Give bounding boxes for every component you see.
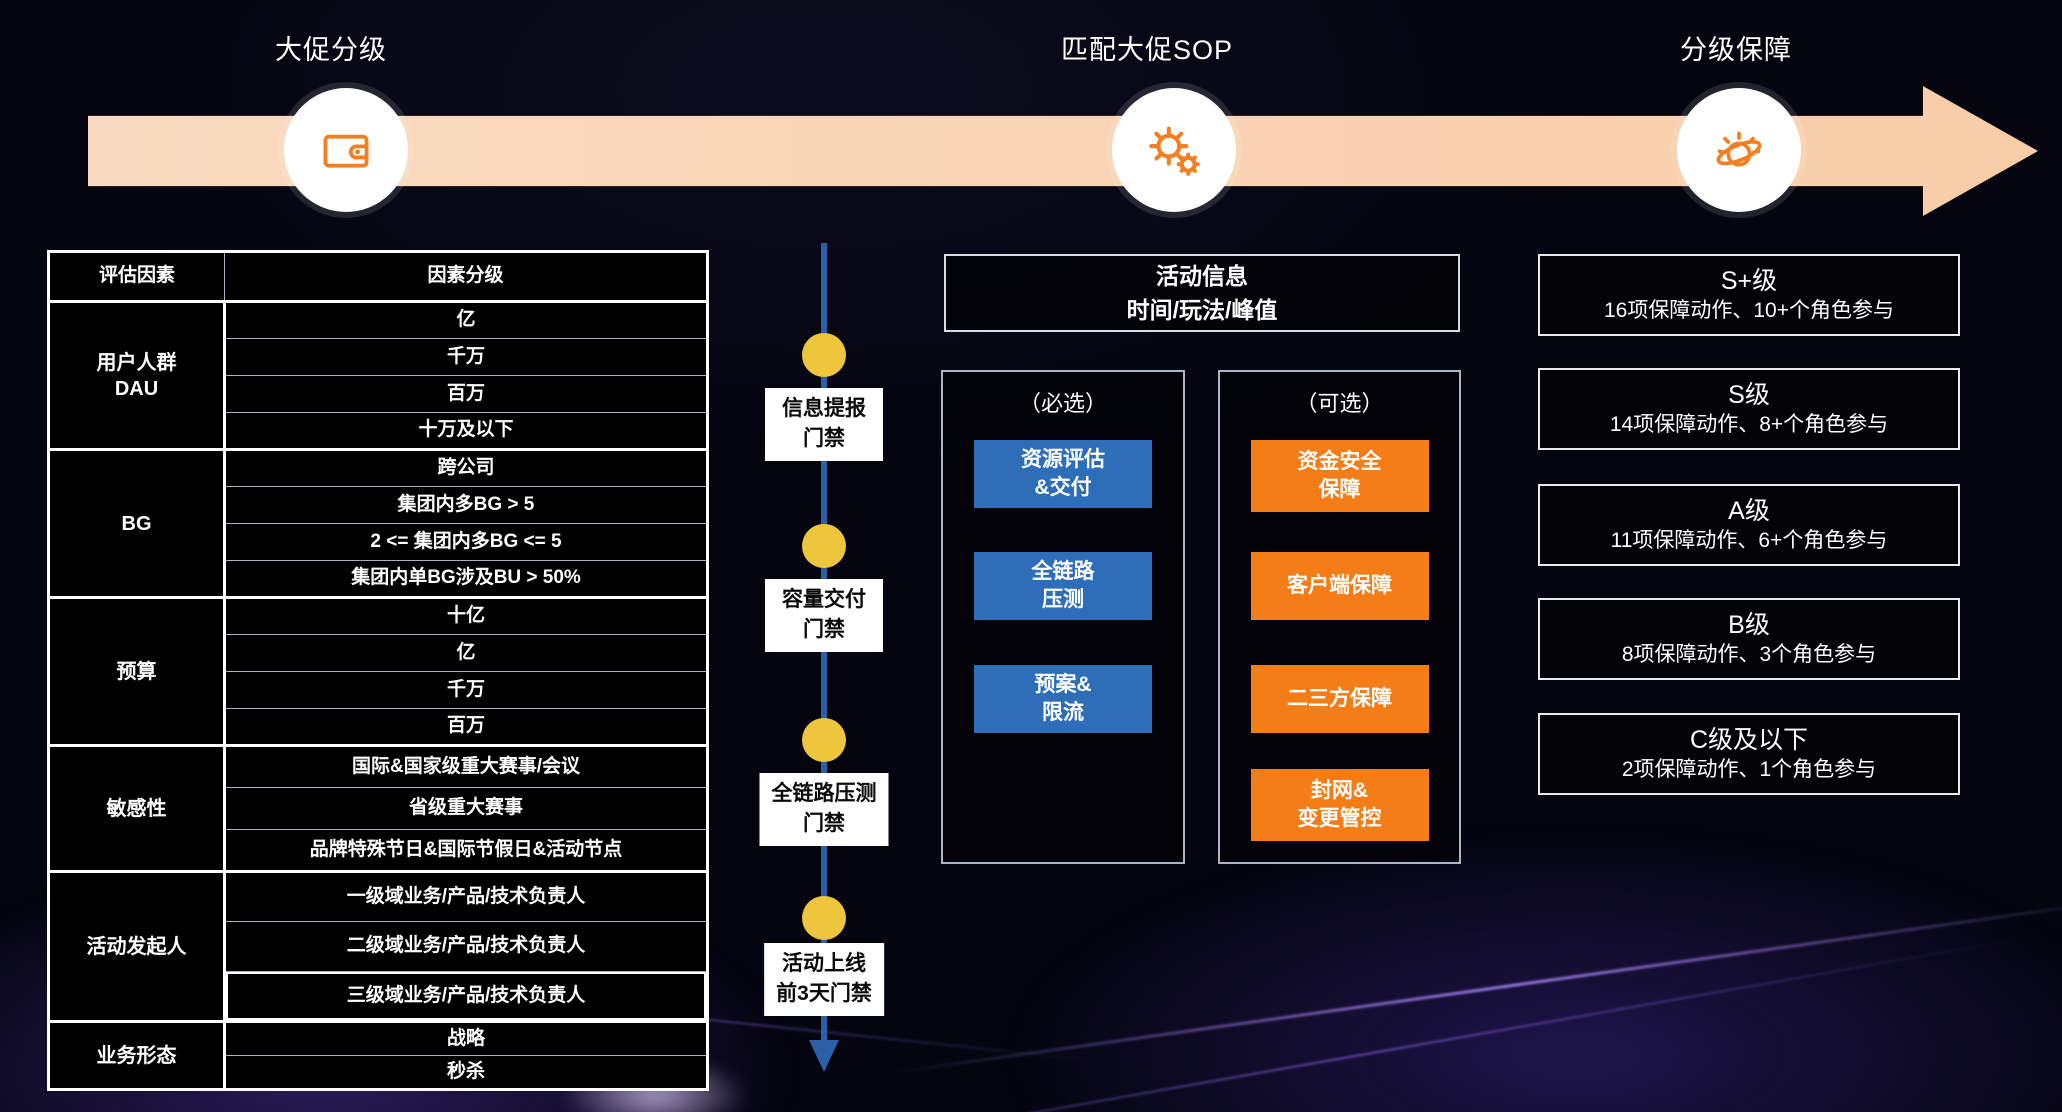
table-cell: 集团内单BG涉及BU > 50% [224, 560, 708, 598]
timeline-dot [802, 718, 846, 762]
required-panel: （必选） 资源评估 &交付 全链路 压测 预案& 限流 [941, 370, 1185, 864]
grade-name: B级 [1728, 611, 1770, 640]
factor-initiator: 活动发起人 [48, 870, 226, 1022]
gate-label-capacity: 容量交付 门禁 [765, 579, 883, 652]
sop-badge [1112, 88, 1236, 212]
gate-label-info-submission: 信息提报 门禁 [765, 388, 883, 461]
table-cell: 一级域业务/产品/技术负责人 [224, 870, 708, 922]
background-light-streak [885, 898, 2062, 1075]
table-header-factor: 评估因素 [48, 250, 225, 302]
grade-name: S+级 [1720, 267, 1778, 296]
grade-name: C级及以下 [1689, 726, 1809, 755]
timeline-dot [802, 896, 846, 940]
grade-detail: 16项保障动作、10+个角色参与 [1604, 299, 1894, 323]
table-cell-highlighted: 三级域业务/产品/技术负责人 [224, 971, 708, 1022]
table-cell: 亿 [224, 634, 708, 672]
guarantee-badge [1677, 88, 1801, 212]
sop-item-fullchain-test: 全链路 压测 [974, 552, 1152, 620]
grade-detail: 11项保障动作、6+个角色参与 [1610, 529, 1888, 553]
grade-name: S级 [1728, 381, 1770, 410]
table-cell: 2 <= 集团内多BG <= 5 [224, 523, 708, 561]
grade-box-b: B级 8项保障动作、3个角色参与 [1538, 598, 1960, 680]
grade-box-s: S级 14项保障动作、8+个角色参与 [1538, 368, 1960, 450]
sop-item-client-support: 客户端保障 [1250, 552, 1429, 620]
background-glow [1000, 830, 2062, 1112]
table-cell: 战略 [224, 1020, 708, 1056]
table-cell: 百万 [224, 375, 708, 413]
timeline-dot [802, 333, 846, 377]
factor-sensitivity: 敏感性 [48, 744, 226, 872]
section-title-sop: 匹配大促SOP [1060, 35, 1234, 65]
section-title-guarantee: 分级保障 [1680, 35, 1792, 65]
sop-item-change-control: 封网& 变更管控 [1250, 769, 1429, 841]
grade-name: A级 [1728, 497, 1770, 526]
table-cell: 十万及以下 [224, 412, 708, 450]
gate-label-pre-launch: 活动上线 前3天门禁 [764, 943, 884, 1016]
optional-label: （可选） [1295, 391, 1384, 416]
sop-item-plan-throttle: 预案& 限流 [974, 665, 1152, 733]
table-cell: 国际&国家级重大赛事/会议 [224, 744, 708, 788]
table-cell: 千万 [224, 671, 708, 709]
evaluation-table: 评估因素 因素分级 用户人群 DAU 亿 千万 百万 十万及以下 BG 跨公司 … [47, 250, 709, 1091]
sop-item-thirdparty: 二三方保障 [1250, 665, 1429, 733]
gear-icon [1149, 126, 1200, 176]
factor-dau: 用户人群 DAU [48, 300, 226, 450]
table-cell: 千万 [224, 338, 708, 376]
factor-budget: 预算 [48, 596, 226, 746]
sop-item-fund-safety: 资金安全 保障 [1250, 440, 1429, 512]
table-cell: 十亿 [224, 596, 708, 635]
grade-detail: 2项保障动作、1个角色参与 [1621, 758, 1877, 782]
wallet-icon [323, 134, 369, 168]
table-cell: 秒杀 [224, 1055, 708, 1090]
timeline-dot [802, 524, 846, 568]
table-cell: 跨公司 [224, 448, 708, 487]
factor-bg: BG [48, 448, 226, 598]
grade-detail: 8项保障动作、3个角色参与 [1621, 643, 1877, 667]
grade-box-a: A级 11项保障动作、6+个角色参与 [1538, 484, 1960, 566]
grading-badge [284, 88, 408, 212]
grade-detail: 14项保障动作、8+个角色参与 [1609, 413, 1889, 437]
table-cell: 二级域业务/产品/技术负责人 [224, 921, 708, 972]
grade-box-s-plus: S+级 16项保障动作、10+个角色参与 [1538, 254, 1960, 336]
optional-panel: （可选） 资金安全 保障 客户端保障 二三方保障 封网& 变更管控 [1218, 370, 1461, 864]
table-header-level: 因素分级 [224, 250, 708, 302]
table-cell: 省级重大赛事 [224, 787, 708, 830]
orbit-sun-icon [1716, 131, 1762, 167]
table-cell: 百万 [224, 708, 708, 746]
timeline-arrowhead-icon [809, 1040, 839, 1072]
required-label: （必选） [1018, 391, 1107, 416]
table-cell: 亿 [224, 300, 708, 339]
table-cell: 集团内多BG > 5 [224, 486, 708, 524]
factor-business-type: 业务形态 [48, 1020, 226, 1090]
section-title-grading: 大促分级 [275, 35, 387, 65]
table-cell: 品牌特殊节日&国际节假日&活动节点 [224, 829, 708, 872]
background-light-streak [690, 937, 2020, 1112]
grade-box-c-below: C级及以下 2项保障动作、1个角色参与 [1538, 713, 1960, 795]
sop-item-resource-delivery: 资源评估 &交付 [974, 440, 1152, 508]
gate-label-stress-test: 全链路压测 门禁 [759, 773, 889, 846]
activity-info-box: 活动信息 时间/玩法/峰值 [944, 254, 1460, 332]
